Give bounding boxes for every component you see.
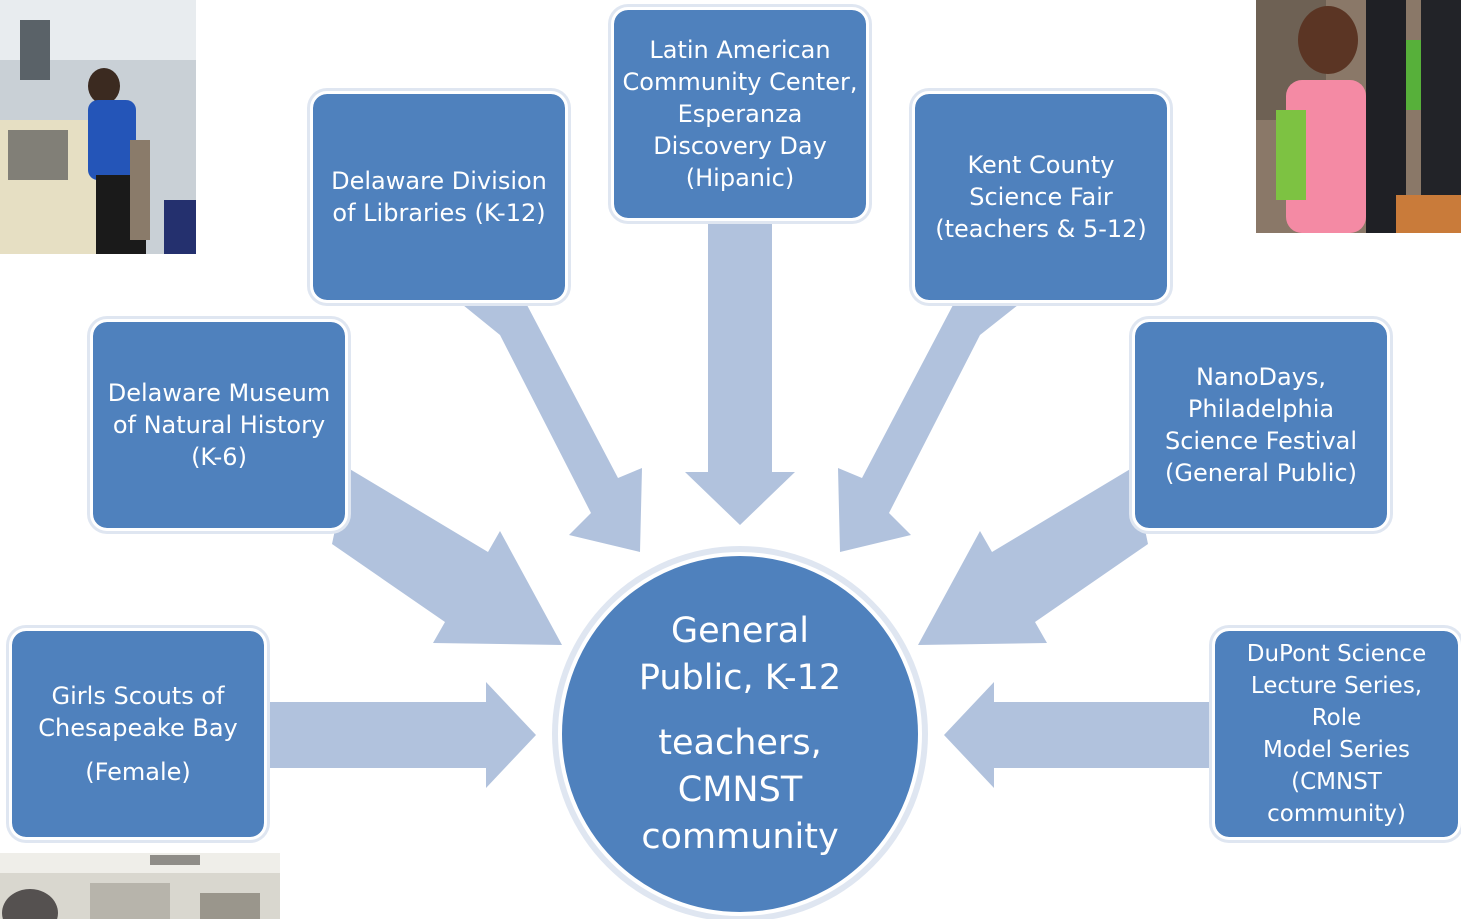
node-girl-scouts-line3: (Female) xyxy=(85,758,191,786)
node-latin-line4: Discovery Day xyxy=(653,132,827,160)
node-dupont-line2: Lecture Series, Role xyxy=(1250,673,1423,731)
photo-classroom xyxy=(0,853,280,919)
node-museum-line3: (K-6) xyxy=(191,443,247,471)
node-girl-scouts-line2: Chesapeake Bay xyxy=(38,714,238,742)
node-dupont: DuPont Science Lecture Series, Role Mode… xyxy=(1212,628,1461,840)
node-girl-scouts-line1: Girls Scouts of xyxy=(51,682,225,710)
photo-man-at-exhibit-table xyxy=(0,0,196,254)
hub-line3: teachers, xyxy=(658,722,822,763)
node-libraries-line2: of Libraries (K-12) xyxy=(332,199,546,227)
node-dupont-line3: Model Series xyxy=(1262,737,1411,763)
arrow-latin xyxy=(685,222,795,525)
node-museum-line2: of Natural History xyxy=(112,411,326,439)
node-kent-line3: (teachers & 5-12) xyxy=(935,215,1147,243)
node-latin-line1: Latin American xyxy=(649,36,831,64)
node-latin-line2: Community Center, xyxy=(622,68,858,96)
node-libraries: Delaware Division of Libraries (K-12) xyxy=(310,91,568,303)
node-dupont-line5: community) xyxy=(1267,801,1406,827)
hub-line5: community xyxy=(641,816,839,857)
arrow-girl-scouts xyxy=(268,682,536,788)
arrow-nanodays xyxy=(918,468,1148,645)
arrow-libraries xyxy=(463,305,642,552)
hub-line2: Public, K-12 xyxy=(638,657,842,698)
node-latin-american: Latin American Community Center, Esperan… xyxy=(611,7,869,221)
node-nanodays-line1: NanoDays, xyxy=(1195,363,1327,391)
node-nanodays-line2: Philadelphia xyxy=(1187,395,1335,423)
hub-line4: CMNST xyxy=(677,769,803,810)
node-nanodays-line4: (General Public) xyxy=(1165,459,1357,487)
node-libraries-line1: Delaware Division xyxy=(331,167,547,195)
node-kent-line2: Science Fair xyxy=(969,183,1113,211)
node-museum-line1: Delaware Museum xyxy=(107,379,331,407)
photo-girl-with-green-bag xyxy=(1256,0,1461,233)
node-museum: Delaware Museum of Natural History (K-6) xyxy=(90,319,348,531)
arrow-dupont xyxy=(944,682,1212,788)
node-girl-scouts: Girls Scouts of Chesapeake Bay (Female) xyxy=(9,628,267,840)
node-nanodays: NanoDays, Philadelphia Science Festival … xyxy=(1132,319,1390,531)
node-dupont-line1: DuPont Science xyxy=(1246,641,1427,667)
hub-line1: General xyxy=(671,610,809,651)
node-latin-line5: (Hipanic) xyxy=(685,164,795,192)
node-dupont-line4: (CMNST xyxy=(1291,769,1382,795)
arrow-kent xyxy=(838,305,1018,552)
node-nanodays-line3: Science Festival xyxy=(1164,427,1358,455)
arrow-museum xyxy=(332,468,562,645)
node-kent-county: Kent County Science Fair (teachers & 5-1… xyxy=(912,91,1170,303)
hub-circle: General Public, K-12 teachers, CMNST com… xyxy=(558,552,922,916)
node-latin-line3: Esperanza xyxy=(677,100,803,128)
node-kent-line1: Kent County xyxy=(967,151,1115,179)
